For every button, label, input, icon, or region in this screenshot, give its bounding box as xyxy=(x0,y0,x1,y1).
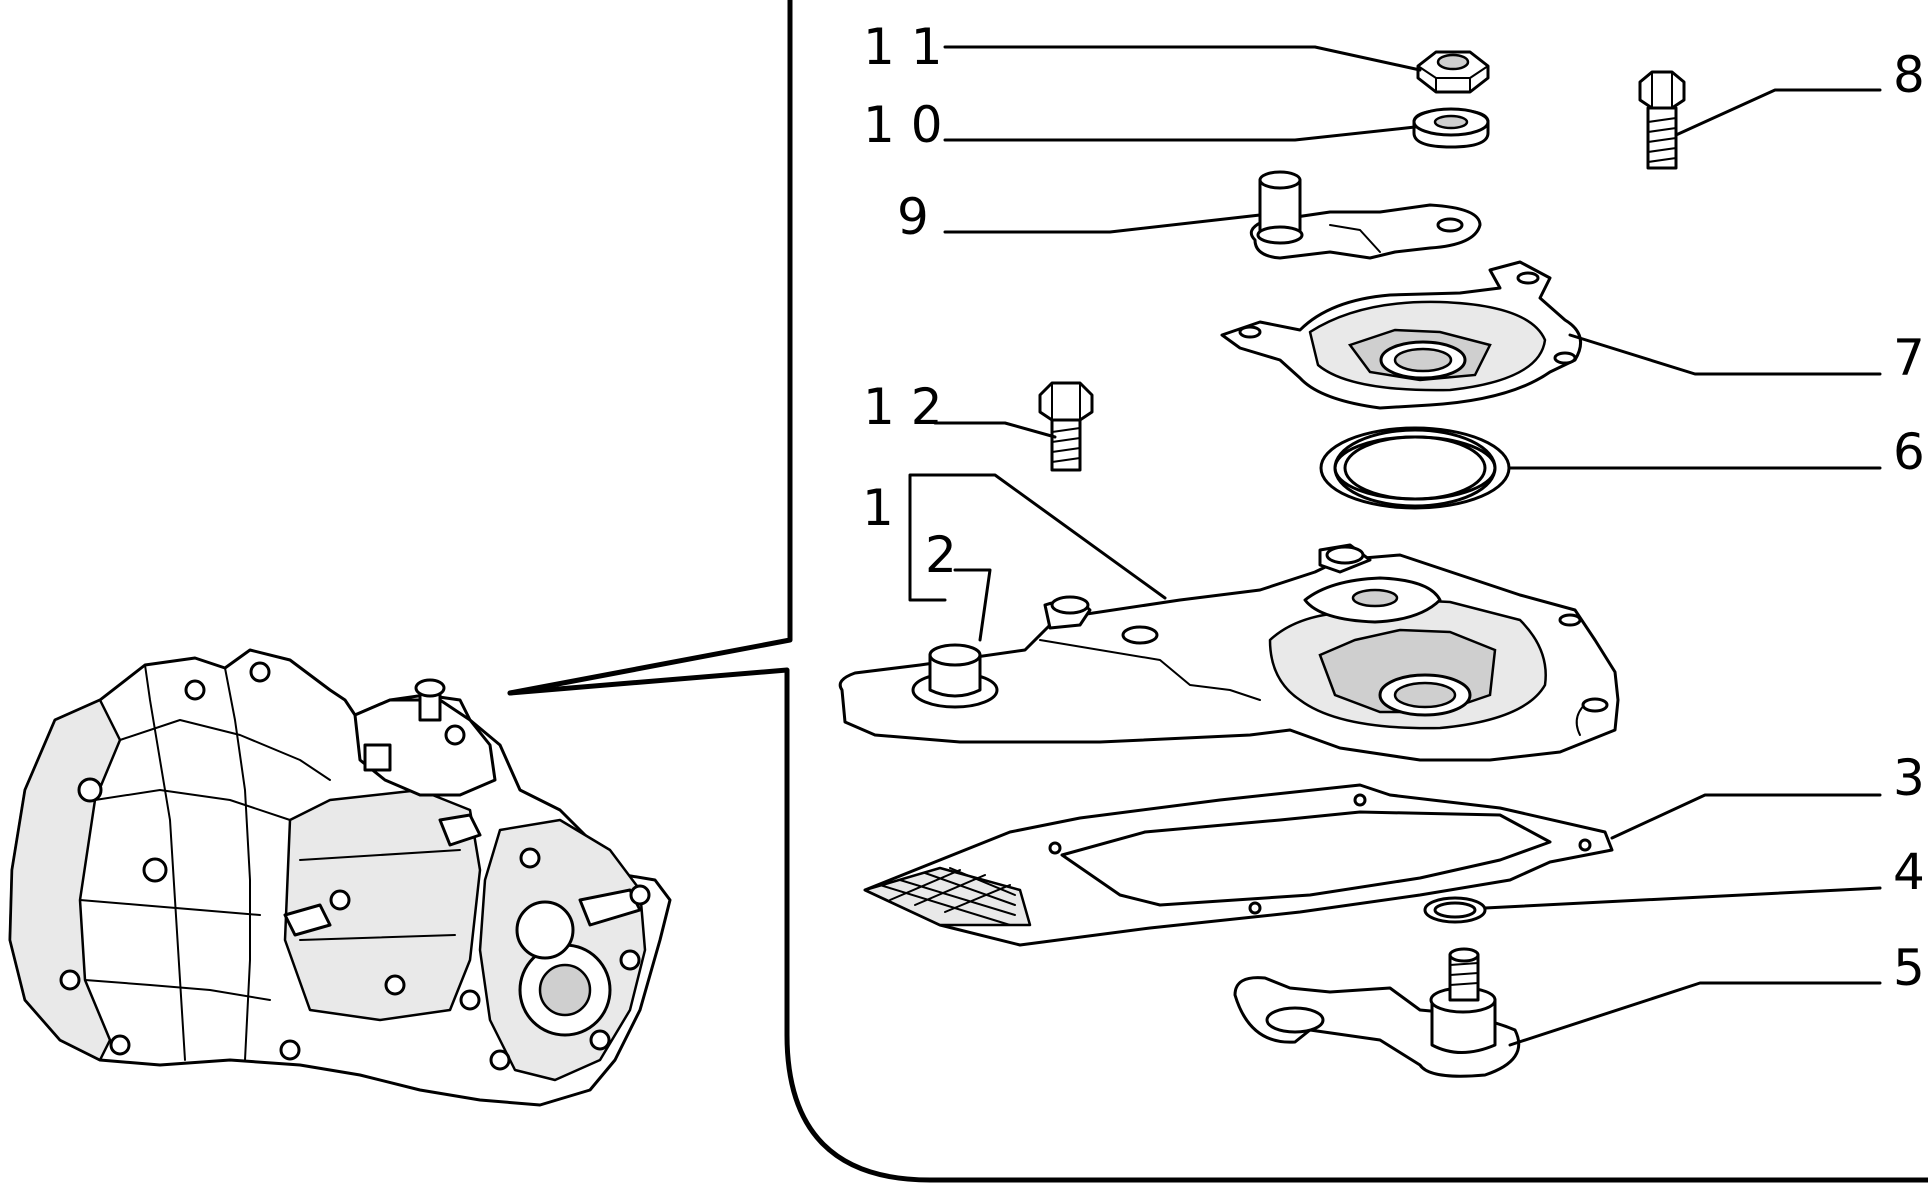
callout-9: 9 xyxy=(897,188,929,246)
part-3-gasket xyxy=(863,783,1614,947)
part-6-o-ring xyxy=(1319,426,1511,510)
callout-7: 7 xyxy=(1893,329,1925,387)
part-9-pin-plate xyxy=(1249,170,1482,260)
callout-3: 3 xyxy=(1893,749,1925,807)
part-8-bolt xyxy=(1638,70,1686,170)
leader-2 xyxy=(953,568,992,642)
leader-8 xyxy=(1674,88,1882,137)
callout-labels: 1 1 1 0 9 8 7 1 2 6 1 2 3 4 5 xyxy=(862,18,1925,997)
callout-6: 6 xyxy=(1893,423,1925,481)
part-5-pin-plate xyxy=(1233,947,1521,1078)
part-12-bolt xyxy=(1038,381,1094,472)
callout-8: 8 xyxy=(1893,46,1925,104)
part-11-nut xyxy=(1416,50,1490,94)
leader-lines xyxy=(908,45,1882,1047)
leader-9 xyxy=(943,213,1262,234)
leader-11 xyxy=(943,45,1422,72)
leader-10 xyxy=(943,125,1417,142)
leader-5 xyxy=(1508,981,1882,1047)
callout-1: 1 xyxy=(862,479,894,537)
part-4-washer xyxy=(1423,896,1487,924)
callout-2: 2 xyxy=(925,526,957,584)
leader-3 xyxy=(1610,793,1882,840)
gearbox-assembly-illustration xyxy=(8,648,672,1107)
leader-7 xyxy=(1568,333,1882,376)
leader-1 xyxy=(908,473,1167,600)
callout-4: 4 xyxy=(1893,843,1925,901)
callout-11: 1 1 xyxy=(863,18,943,76)
part-7-cover xyxy=(1220,260,1583,410)
leader-4 xyxy=(1483,886,1882,910)
leader-1-bracket xyxy=(908,523,947,602)
leader-12 xyxy=(933,421,1057,439)
part-1-housing-cover xyxy=(838,543,1620,762)
detail-frame xyxy=(507,0,1928,1183)
callout-5: 5 xyxy=(1893,939,1925,997)
callout-10: 1 0 xyxy=(863,96,943,154)
callout-12: 1 2 xyxy=(863,378,943,436)
part-10-washer xyxy=(1412,107,1490,149)
